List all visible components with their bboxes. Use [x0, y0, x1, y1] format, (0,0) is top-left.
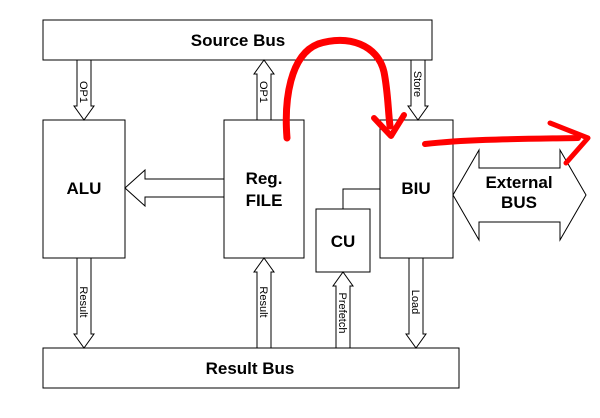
op1-to-alu-arrow — [73, 59, 95, 121]
red-line-arrowhead — [547, 120, 591, 166]
load-label: Load — [409, 290, 421, 314]
alu-label: ALU — [67, 179, 102, 198]
reg-file-label-line1: Reg. — [246, 169, 283, 188]
red-curve-arrowhead — [371, 112, 407, 139]
cu-biu-connector — [342, 188, 380, 209]
result-from-alu-arrow — [73, 257, 95, 349]
biu-label: BIU — [401, 179, 430, 198]
op1-from-reg-arrow — [253, 59, 275, 121]
result-bus-label: Result Bus — [206, 359, 295, 378]
source-bus-box — [42, 19, 433, 61]
red-line-annotation — [422, 135, 581, 147]
prefetch-label: Prefetch — [336, 293, 348, 334]
load-arrow — [405, 257, 427, 349]
reg-file-box — [223, 119, 305, 259]
store-label: Store — [411, 71, 423, 97]
external-bus-arrow — [452, 148, 587, 242]
reg-file-label-line2: FILE — [246, 191, 283, 210]
external-bus-label-line1: External — [485, 173, 552, 192]
op1-reg-label: OP1 — [257, 81, 269, 103]
prefetch-arrow — [332, 271, 354, 349]
store-arrow — [407, 59, 429, 121]
result-reg-label: Result — [257, 286, 269, 317]
external-bus-label-line2: BUS — [501, 193, 537, 212]
result-to-reg-arrow — [253, 257, 275, 349]
result-alu-label: Result — [77, 286, 89, 317]
result-bus-box — [42, 347, 460, 389]
red-curve-annotation — [282, 36, 394, 142]
regfile-to-alu-arrow — [124, 168, 225, 208]
cu-box — [315, 208, 371, 273]
cu-label: CU — [331, 232, 356, 251]
source-bus-label: Source Bus — [191, 31, 285, 50]
op1-alu-label: OP1 — [77, 81, 89, 103]
